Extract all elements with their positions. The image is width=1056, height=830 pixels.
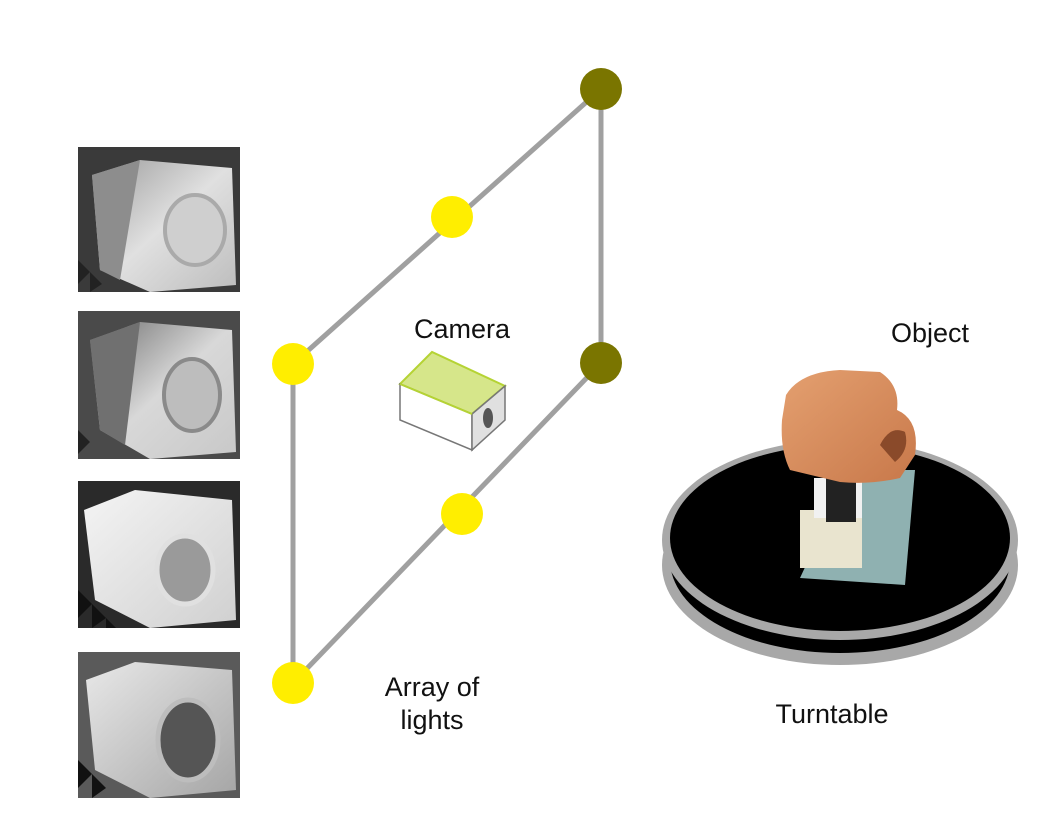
turntable-label: Turntable xyxy=(775,699,888,729)
light-on-top-left xyxy=(272,343,314,385)
light-on-upper-diagonal xyxy=(431,196,473,238)
light-on-bottom-left xyxy=(272,662,314,704)
object-label: Object xyxy=(891,318,970,348)
sample-image-2 xyxy=(78,311,240,459)
object-clay-cube xyxy=(781,370,916,483)
light-off-mid-right xyxy=(580,342,622,384)
array-of-lights-label-line1: Array of xyxy=(385,672,480,702)
sample-image-1 xyxy=(78,147,240,292)
sample-image-4 xyxy=(78,652,240,798)
sample-image-3 xyxy=(78,481,240,628)
light-off-top-right xyxy=(580,68,622,110)
camera-label: Camera xyxy=(414,314,511,344)
array-of-lights-label-line2: lights xyxy=(400,705,463,735)
light-on-lower-diagonal xyxy=(441,493,483,535)
camera-icon xyxy=(398,350,507,452)
turntable xyxy=(662,440,1018,665)
